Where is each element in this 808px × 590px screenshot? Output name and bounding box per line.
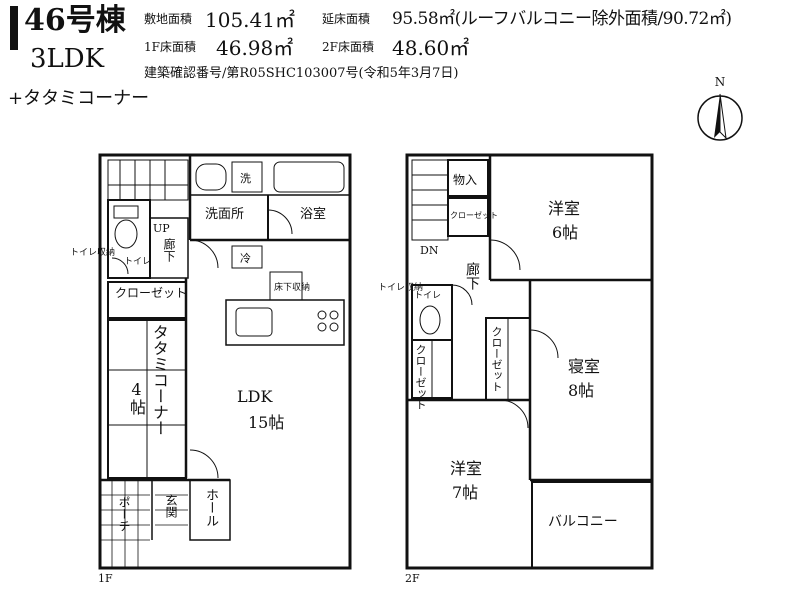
entrance-label: 玄関: [164, 494, 178, 518]
tatami-label: タタミコーナー: [150, 324, 169, 436]
floor2-plan: [405, 153, 654, 570]
hall2-label: 廊下: [464, 262, 480, 290]
layout-type: 3LDK: [30, 44, 105, 74]
fridge-mark: 冷: [240, 252, 251, 265]
floor1-plan: [98, 153, 352, 570]
permit-number: 建築確認番号/第R05SHC103007号(令和5年3月7日): [144, 66, 459, 81]
toilet2-label: トイレ: [414, 291, 441, 301]
western6-label: 洋室: [548, 199, 580, 218]
site-area-value: 105.41㎡: [205, 8, 295, 32]
wash-mark: 洗: [240, 172, 251, 185]
floor-area-value: 95.58㎡(ルーフバルコニー除外面積/90.72㎡): [392, 9, 732, 29]
hall-small-label: 廊下: [162, 238, 176, 262]
bedroom-size: 8帖: [568, 381, 594, 400]
toilet-storage-label: トイレ収納: [70, 246, 115, 258]
dn-label: DN: [420, 244, 439, 257]
closet-c-label: クローゼット: [490, 326, 503, 392]
western6-size: 6帖: [552, 223, 578, 242]
floor1-label: 1F: [98, 572, 113, 585]
building-number: 46号棟: [24, 3, 126, 38]
f2-area-label: 2F床面積: [322, 40, 374, 54]
toilet2-storage-label: トイレ収納: [378, 281, 423, 293]
western7-size: 7帖: [452, 483, 478, 502]
up-label: UP: [153, 222, 170, 235]
f1-area-label: 1F床面積: [144, 40, 196, 54]
site-area-label: 敷地面積: [144, 12, 193, 26]
porch-label: ポーチ: [117, 496, 131, 532]
hall-label: ホール: [203, 488, 218, 527]
closet-label: クローゼット: [115, 286, 187, 300]
floor2-label: 2F: [405, 572, 420, 585]
header-bar: [10, 6, 18, 50]
washroom-label: 洗面所: [205, 207, 244, 222]
closet-b-label: クローゼット: [414, 344, 427, 410]
ldk-size: 15帖: [248, 413, 284, 432]
floor-area-label: 延床面積: [322, 12, 371, 26]
north-arrow-icon: N: [697, 75, 743, 141]
balcony-label: バルコニー: [548, 514, 618, 530]
closet-a-label: クローゼット: [450, 210, 498, 220]
tatami-size: 4帖: [127, 380, 146, 415]
extra-corner: +タタミコーナー: [8, 88, 150, 109]
underfloor-label: 床下収納: [274, 281, 310, 293]
f2-area-value: 48.60㎡: [392, 36, 470, 60]
f1-area-value: 46.98㎡: [216, 36, 294, 60]
western7-label: 洋室: [450, 459, 482, 478]
bath-label: 浴室: [300, 206, 326, 222]
toilet-label: トイレ: [124, 257, 151, 267]
bedroom-label: 寝室: [568, 357, 600, 376]
ldk-label: LDK: [237, 387, 273, 406]
storage-label: 物入: [453, 173, 477, 187]
north-label: N: [715, 75, 726, 89]
